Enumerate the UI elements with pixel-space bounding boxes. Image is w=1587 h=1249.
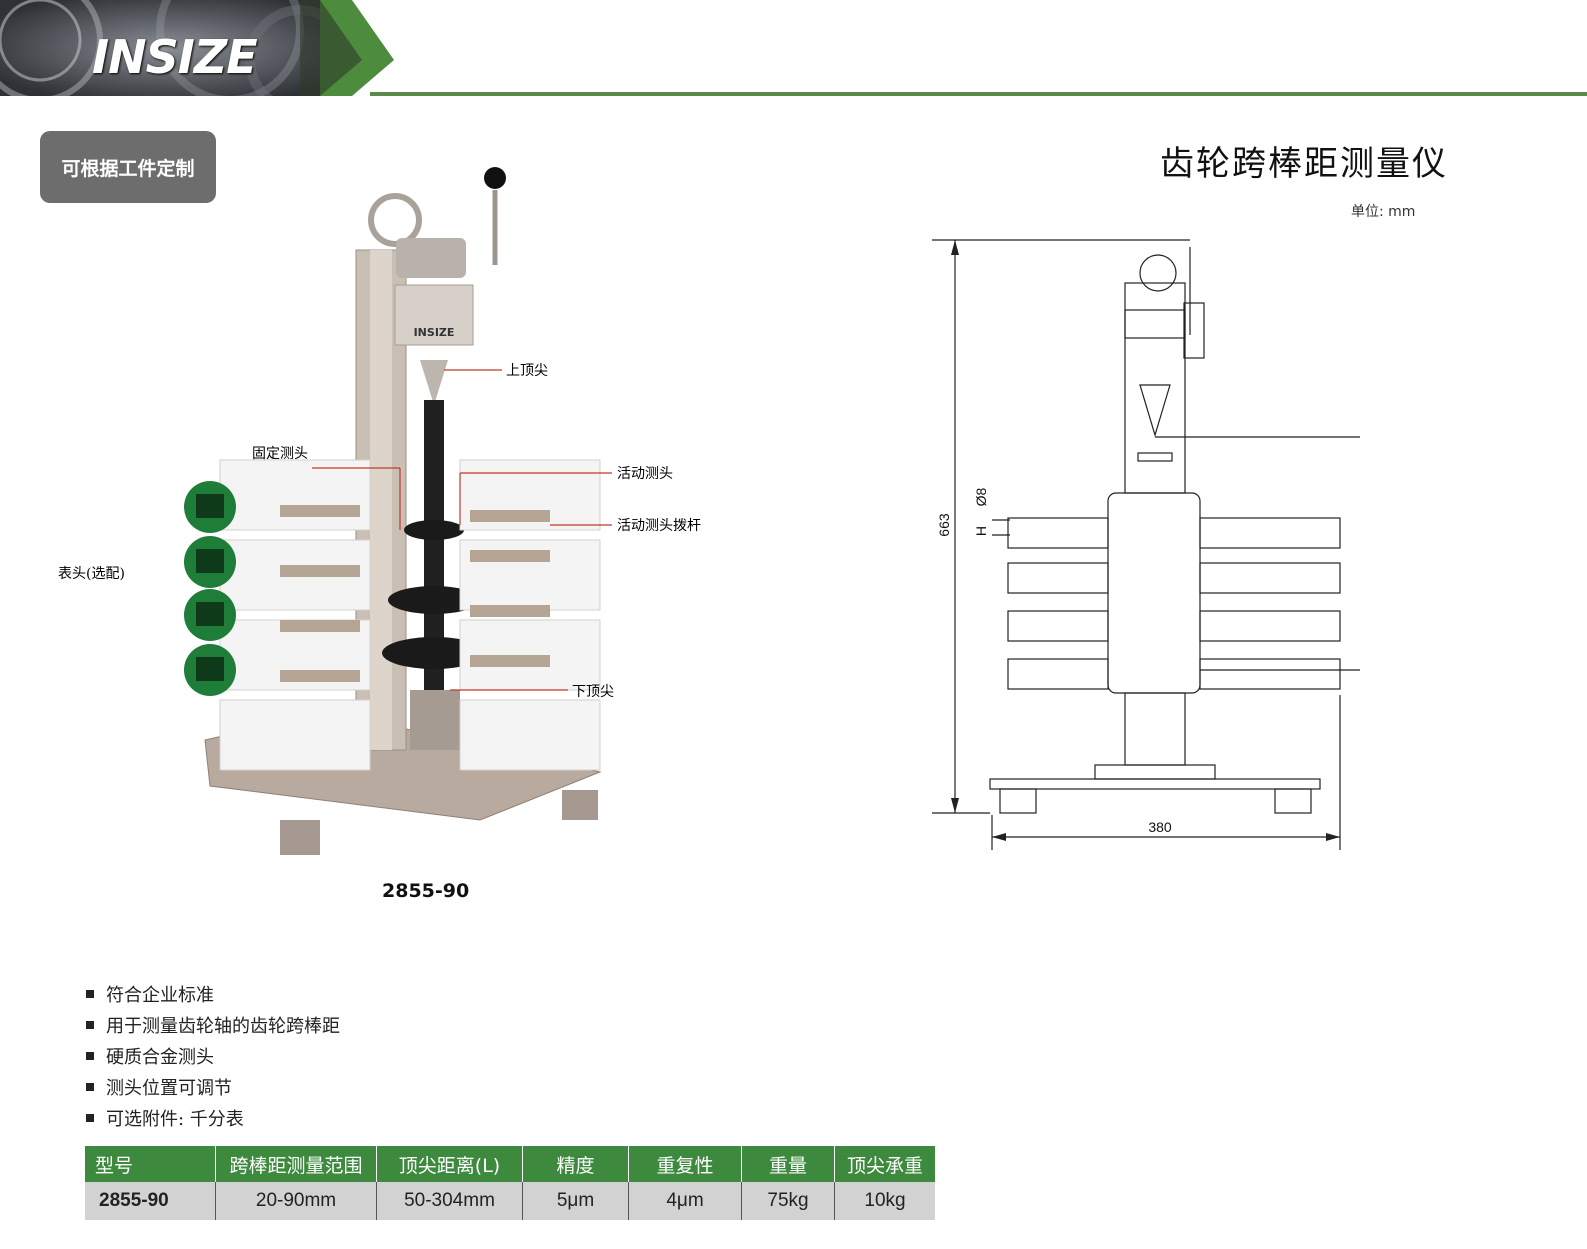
feature-list: 符合企业标准 用于测量齿轮轴的齿轮跨棒距 硬质合金测头 测头位置可调节 可选附件… [86, 978, 340, 1133]
callout-lower-center: 下顶尖 [572, 684, 614, 700]
cell-center-distance: 50-304mm [376, 1182, 523, 1220]
feature-item: 测头位置可调节 [86, 1071, 340, 1102]
cell-accuracy: 5μm [522, 1182, 629, 1220]
header-divider-line [370, 92, 1587, 96]
header-model: 型号 [85, 1146, 216, 1182]
header-weight: 重量 [741, 1146, 835, 1182]
callout-movable-probe: 活动测头 [617, 466, 673, 482]
header-accuracy: 精度 [522, 1146, 629, 1182]
technical-drawing: 663 Ø8 H L 380 [920, 225, 1408, 865]
model-caption: 2855-90 [382, 880, 470, 902]
customization-badge: 可根据工件定制 [40, 131, 216, 203]
unit-label: 单位: mm [1351, 204, 1416, 220]
cell-repeatability: 4μm [628, 1182, 742, 1220]
cell-model: 2855-90 [85, 1182, 216, 1220]
callout-indicator: 表头(选配) [58, 566, 125, 582]
header-center-load: 顶尖承重 [834, 1146, 935, 1182]
callout-upper-center: 上顶尖 [506, 363, 548, 379]
bullet-icon [86, 1051, 94, 1060]
callout-movable-probe-lever: 活动测头拨杆 [617, 518, 701, 534]
bullet-icon [86, 1082, 94, 1091]
brand-logo: INSIZE [92, 30, 258, 84]
feature-item: 用于测量齿轮轴的齿轮跨棒距 [86, 1009, 340, 1040]
bullet-icon [86, 1020, 94, 1029]
dimension-height: 663 [936, 513, 952, 537]
feature-item: 硬质合金测头 [86, 1040, 340, 1071]
spec-table: 型号 跨棒距测量范围 顶尖距离(L) 精度 重复性 重量 顶尖承重 2855-9… [85, 1146, 935, 1220]
product-photo: INSIZE [40, 100, 720, 890]
feature-item: 可选附件: 千分表 [86, 1102, 340, 1133]
dimension-diameter: Ø8 [973, 487, 989, 506]
bullet-icon [86, 1113, 94, 1122]
cell-weight: 75kg [741, 1182, 835, 1220]
dimension-width: 380 [1148, 819, 1172, 835]
svg-text:INSIZE: INSIZE [414, 326, 455, 339]
header-banner [0, 0, 400, 96]
header-repeatability: 重复性 [628, 1146, 742, 1182]
table-header-row: 型号 跨棒距测量范围 顶尖距离(L) 精度 重复性 重量 顶尖承重 [85, 1146, 935, 1182]
cell-center-load: 10kg [834, 1182, 935, 1220]
table-row: 2855-90 20-90mm 50-304mm 5μm 4μm 75kg 10… [85, 1182, 935, 1220]
product-title: 齿轮跨棒距测量仪 [1160, 144, 1448, 184]
dimension-h: H [973, 526, 989, 536]
header-center-distance: 顶尖距离(L) [376, 1146, 523, 1182]
header-range: 跨棒距测量范围 [215, 1146, 377, 1182]
feature-item: 符合企业标准 [86, 978, 340, 1009]
cell-range: 20-90mm [215, 1182, 377, 1220]
bullet-icon [86, 989, 94, 998]
callout-fixed-probe: 固定测头 [252, 446, 308, 462]
